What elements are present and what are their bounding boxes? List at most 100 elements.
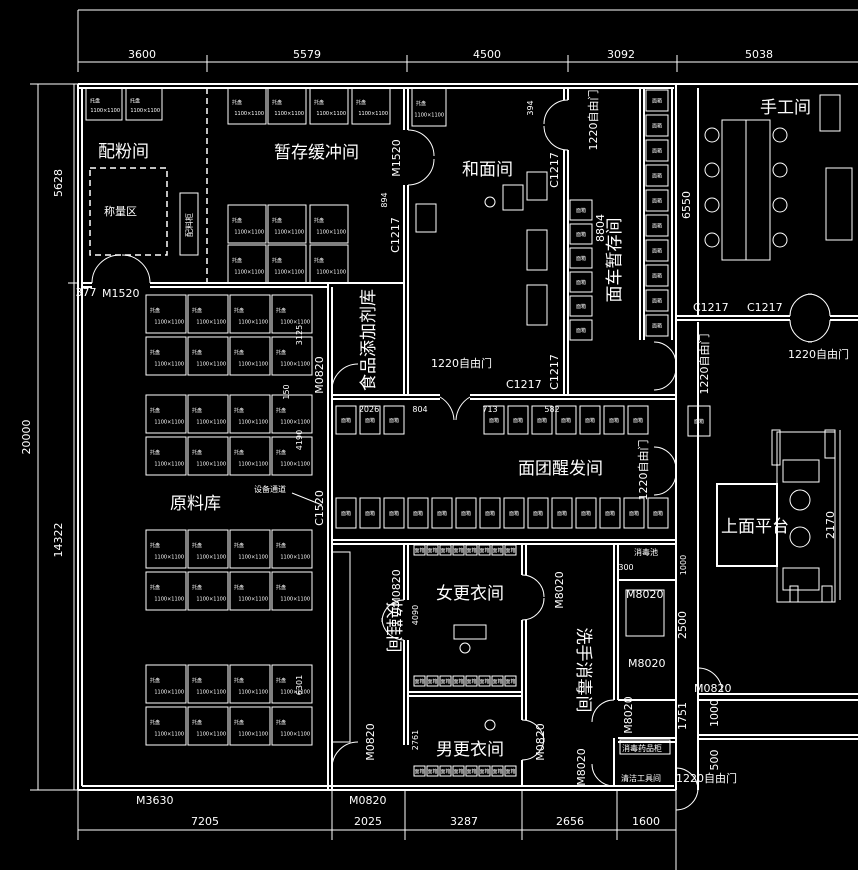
pallet-size: 1100×1100 bbox=[154, 732, 184, 738]
dim-394: 394 bbox=[526, 100, 535, 115]
pallet-size: 1100×1100 bbox=[358, 111, 388, 117]
cart bbox=[531, 405, 553, 435]
cart bbox=[645, 189, 669, 212]
pallet-size: 1100×1100 bbox=[274, 111, 304, 117]
pallet-size: 1100×1100 bbox=[280, 420, 310, 426]
cart-label: 面箱 bbox=[652, 323, 662, 330]
cart bbox=[645, 239, 669, 262]
dim-1000-a: 1000 bbox=[679, 555, 688, 575]
pallet-label: 托盘 bbox=[276, 307, 286, 314]
cart bbox=[645, 89, 669, 112]
dim-300: 300 bbox=[618, 563, 633, 572]
cart bbox=[413, 544, 426, 556]
doors bbox=[91, 99, 831, 811]
door-auto-d: 1220自由门 bbox=[636, 440, 650, 501]
cart-label: 面箱 bbox=[537, 417, 547, 424]
pallet bbox=[187, 529, 229, 569]
cart-label: 面箱 bbox=[609, 417, 619, 424]
dim-713: 713 bbox=[482, 405, 497, 414]
cart-label: 面箱 bbox=[652, 248, 662, 255]
pallet-size: 1100×1100 bbox=[154, 555, 184, 561]
pallet-size: 1100×1100 bbox=[154, 597, 184, 603]
cart bbox=[555, 405, 577, 435]
pallet-label: 托盘 bbox=[130, 97, 140, 104]
door-m0820-a: M0820 bbox=[313, 356, 326, 394]
pallet bbox=[145, 664, 187, 704]
cart-label: 面箱 bbox=[576, 327, 586, 334]
pallet-size: 1100×1100 bbox=[196, 690, 226, 696]
cart bbox=[645, 139, 669, 162]
cart-label: 面箱 bbox=[576, 207, 586, 214]
pallet bbox=[187, 571, 229, 611]
cart bbox=[623, 497, 645, 529]
door-m1520-a: M1520 bbox=[102, 287, 140, 300]
cart-label: 面箱 bbox=[629, 510, 639, 517]
pallet-size: 1100×1100 bbox=[316, 270, 346, 276]
pallet-label: 托盘 bbox=[272, 217, 282, 224]
pallet-size: 1100×1100 bbox=[280, 320, 310, 326]
cart bbox=[426, 765, 439, 777]
cart bbox=[504, 675, 517, 687]
dim-top-4: 3092 bbox=[607, 48, 635, 61]
pallet-size: 1100×1100 bbox=[274, 270, 304, 276]
cart-label: 面箱 bbox=[414, 678, 424, 685]
pallet bbox=[145, 436, 187, 476]
pallet bbox=[267, 244, 307, 284]
room-equipment-passage: 设备通道 bbox=[254, 484, 286, 494]
cart-label: 面箱 bbox=[492, 678, 502, 685]
cart-label: 面箱 bbox=[652, 148, 662, 155]
pallet-size: 1100×1100 bbox=[238, 320, 268, 326]
mixers bbox=[415, 171, 548, 326]
cart bbox=[452, 765, 465, 777]
cart bbox=[569, 295, 593, 317]
walls bbox=[77, 83, 858, 791]
cart-label: 面箱 bbox=[576, 279, 586, 286]
pallet-size: 1100×1100 bbox=[280, 690, 310, 696]
pallet-size: 1100×1100 bbox=[238, 420, 268, 426]
pallet bbox=[187, 436, 229, 476]
dim-top-3: 4500 bbox=[473, 48, 501, 61]
dim-bottom-1: 7205 bbox=[191, 815, 219, 828]
pallet-size: 1100×1100 bbox=[196, 462, 226, 468]
room-dough-mixing: 和面间 bbox=[462, 160, 513, 180]
cart-label: 面箱 bbox=[341, 417, 351, 424]
cart-label: 面箱 bbox=[365, 510, 375, 517]
door-m0820-b: M0820 bbox=[390, 569, 403, 607]
dimension-lines bbox=[30, 9, 858, 870]
cart bbox=[407, 497, 429, 529]
cart-label: 面箱 bbox=[605, 510, 615, 517]
pallet bbox=[187, 336, 229, 376]
pallet bbox=[271, 529, 313, 569]
cart bbox=[569, 271, 593, 293]
pallet-size: 1100×1100 bbox=[238, 362, 268, 368]
pallet-size: 1100×1100 bbox=[130, 108, 160, 114]
cart-label: 面箱 bbox=[557, 510, 567, 517]
cart bbox=[478, 544, 491, 556]
door-auto-c: 1220自由门 bbox=[697, 334, 711, 395]
pallet bbox=[309, 87, 349, 125]
pallet-label: 托盘 bbox=[276, 542, 286, 549]
pallet bbox=[271, 436, 313, 476]
door-auto-b: 1220自由门 bbox=[586, 90, 600, 151]
pallet bbox=[229, 706, 271, 746]
cart-label: 面箱 bbox=[694, 418, 704, 425]
dim-2500: 2500 bbox=[676, 611, 689, 639]
pallet bbox=[229, 336, 271, 376]
pallet-size: 1100×1100 bbox=[234, 111, 264, 117]
cart-label: 面箱 bbox=[466, 547, 476, 554]
door-c1217-a: C1217 bbox=[389, 217, 402, 253]
cart bbox=[569, 247, 593, 269]
cart bbox=[465, 675, 478, 687]
pallet bbox=[187, 294, 229, 334]
cart bbox=[439, 765, 452, 777]
pallet-label: 托盘 bbox=[192, 307, 202, 314]
pallet-label: 托盘 bbox=[90, 97, 100, 104]
cart bbox=[335, 497, 357, 529]
pallet-size: 1100×1100 bbox=[196, 597, 226, 603]
dim-500: 500 bbox=[708, 750, 721, 771]
cart-label: 面箱 bbox=[581, 510, 591, 517]
pallet-size: 1100×1100 bbox=[280, 597, 310, 603]
cart-label: 面箱 bbox=[453, 678, 463, 685]
pallet bbox=[271, 706, 313, 746]
